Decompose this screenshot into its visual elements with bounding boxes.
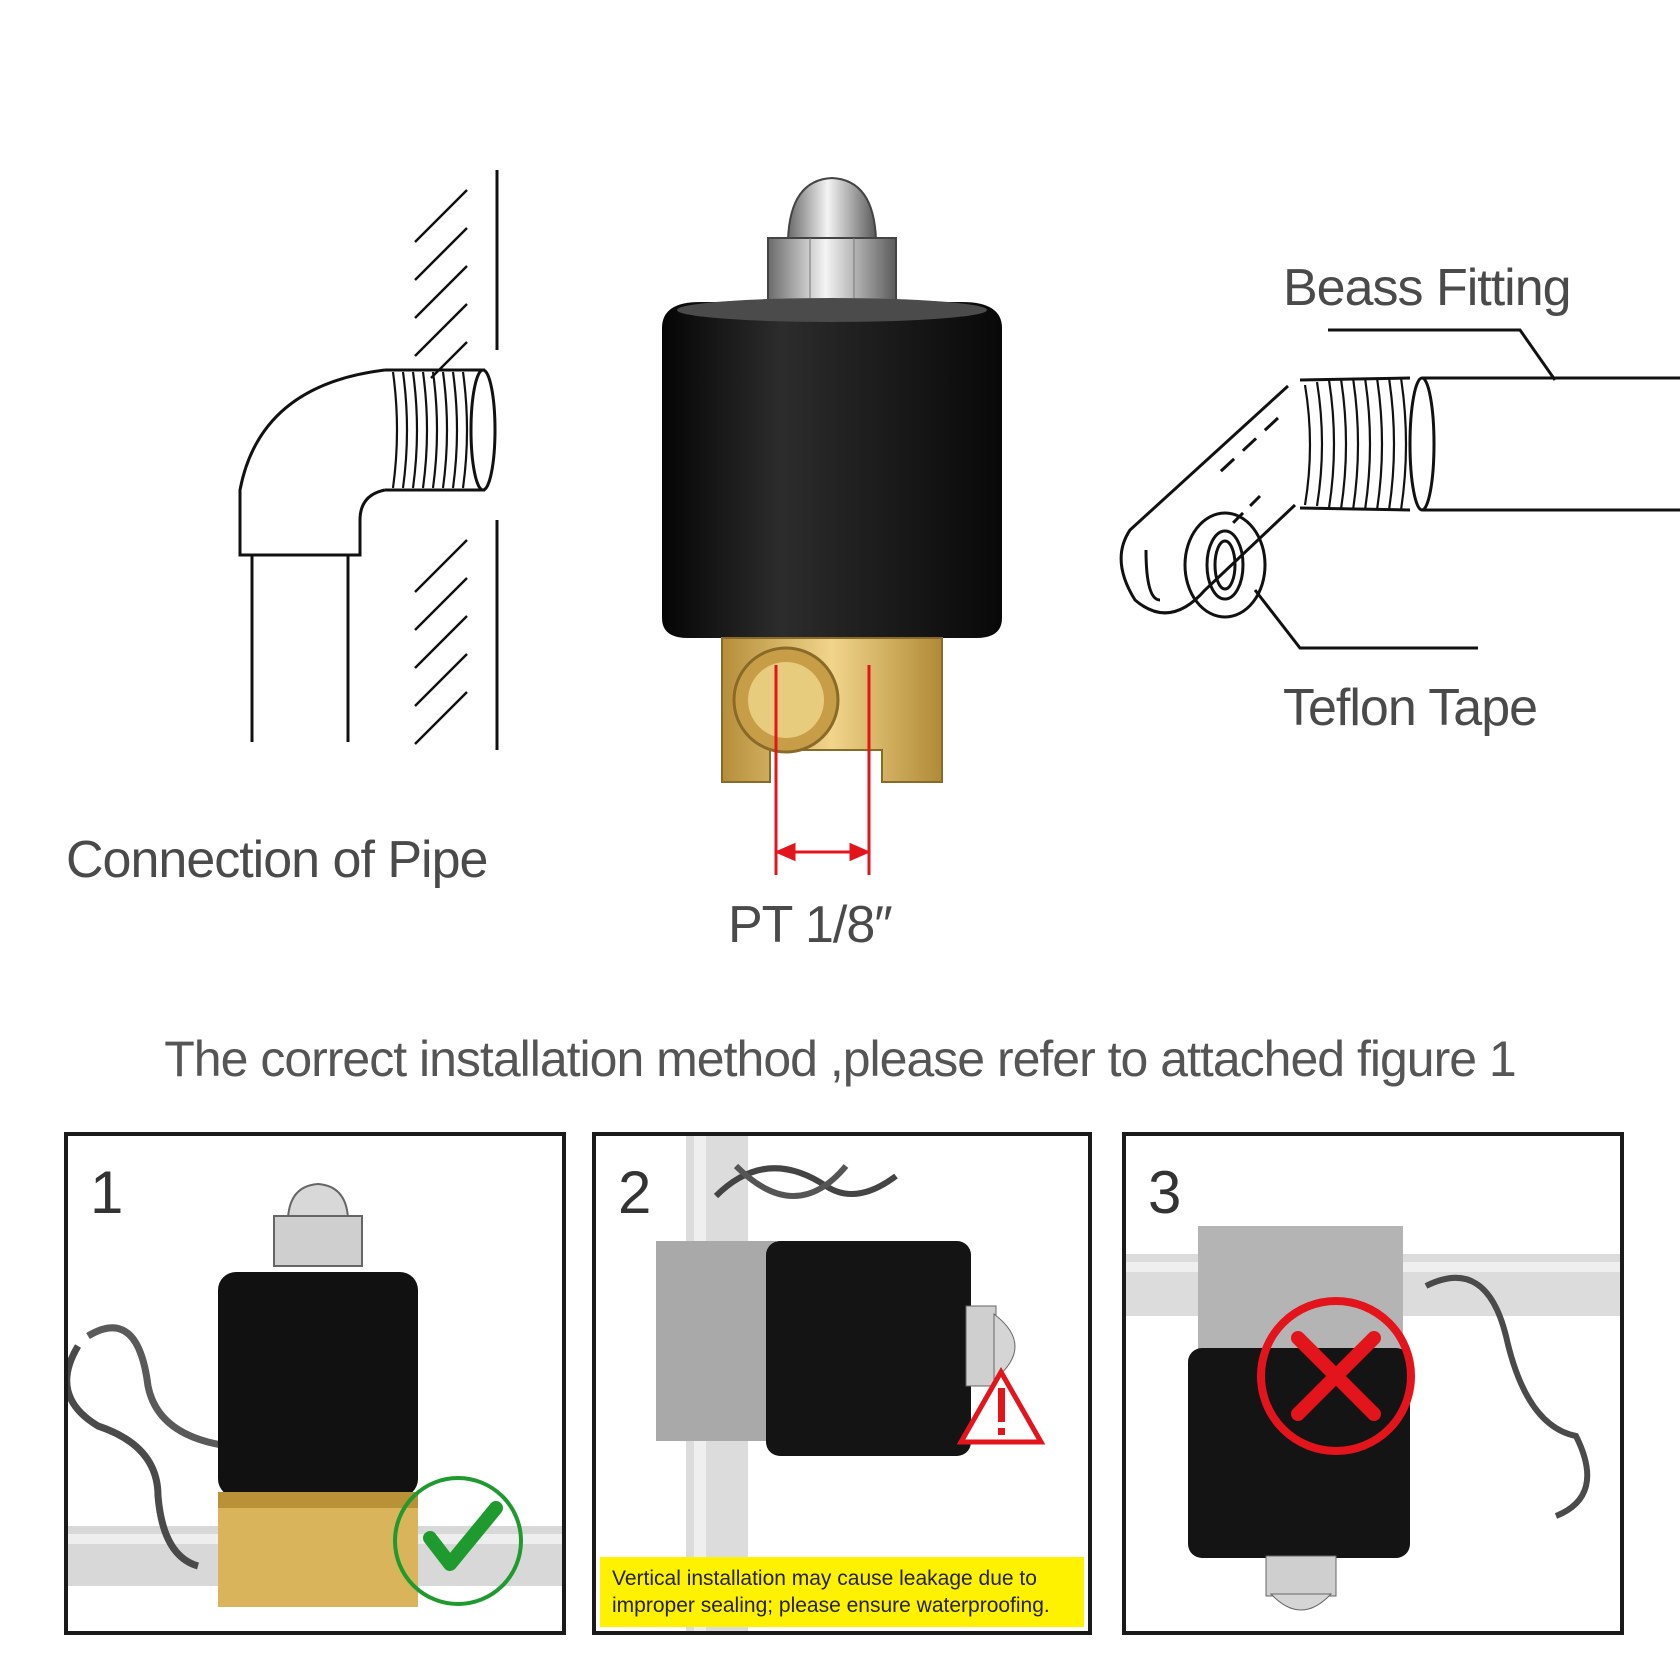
valve-upside-down-image [1126, 1226, 1620, 1611]
solenoid-valve-image [662, 176, 1002, 875]
valve-upright-image [68, 1182, 562, 1607]
cross-icon [1291, 1331, 1381, 1421]
cross-circle [1257, 1297, 1415, 1455]
panel-2: 2 Vertical installation may cause leakag… [592, 1132, 1092, 1635]
pipe-connection-drawing [238, 170, 499, 750]
installation-heading: The correct installation method ,please … [164, 1031, 1516, 1087]
check-icon [423, 1501, 503, 1571]
size-label: PT 1/8″ [728, 896, 893, 954]
panel-number: 2 [618, 1159, 652, 1226]
panel-3: 3 [1122, 1132, 1624, 1635]
warning-line-2: improper sealing; please ensure waterpro… [612, 1594, 1050, 1617]
fitting-label: Beass Fitting [1283, 259, 1572, 317]
tape-label: Teflon Tape [1283, 679, 1538, 737]
panel-number: 1 [90, 1159, 124, 1226]
warning-line-1: Vertical installation may cause leakage … [612, 1567, 1037, 1590]
panel-number: 3 [1148, 1159, 1182, 1226]
connection-label: Connection of Pipe [66, 831, 488, 889]
panel-1: 1 [64, 1132, 566, 1635]
warning-note: Vertical installation may cause leakage … [600, 1557, 1084, 1627]
valve-sideways-image [656, 1136, 1046, 1631]
check-circle [393, 1476, 523, 1606]
fitting-tape-drawing [1119, 328, 1680, 650]
